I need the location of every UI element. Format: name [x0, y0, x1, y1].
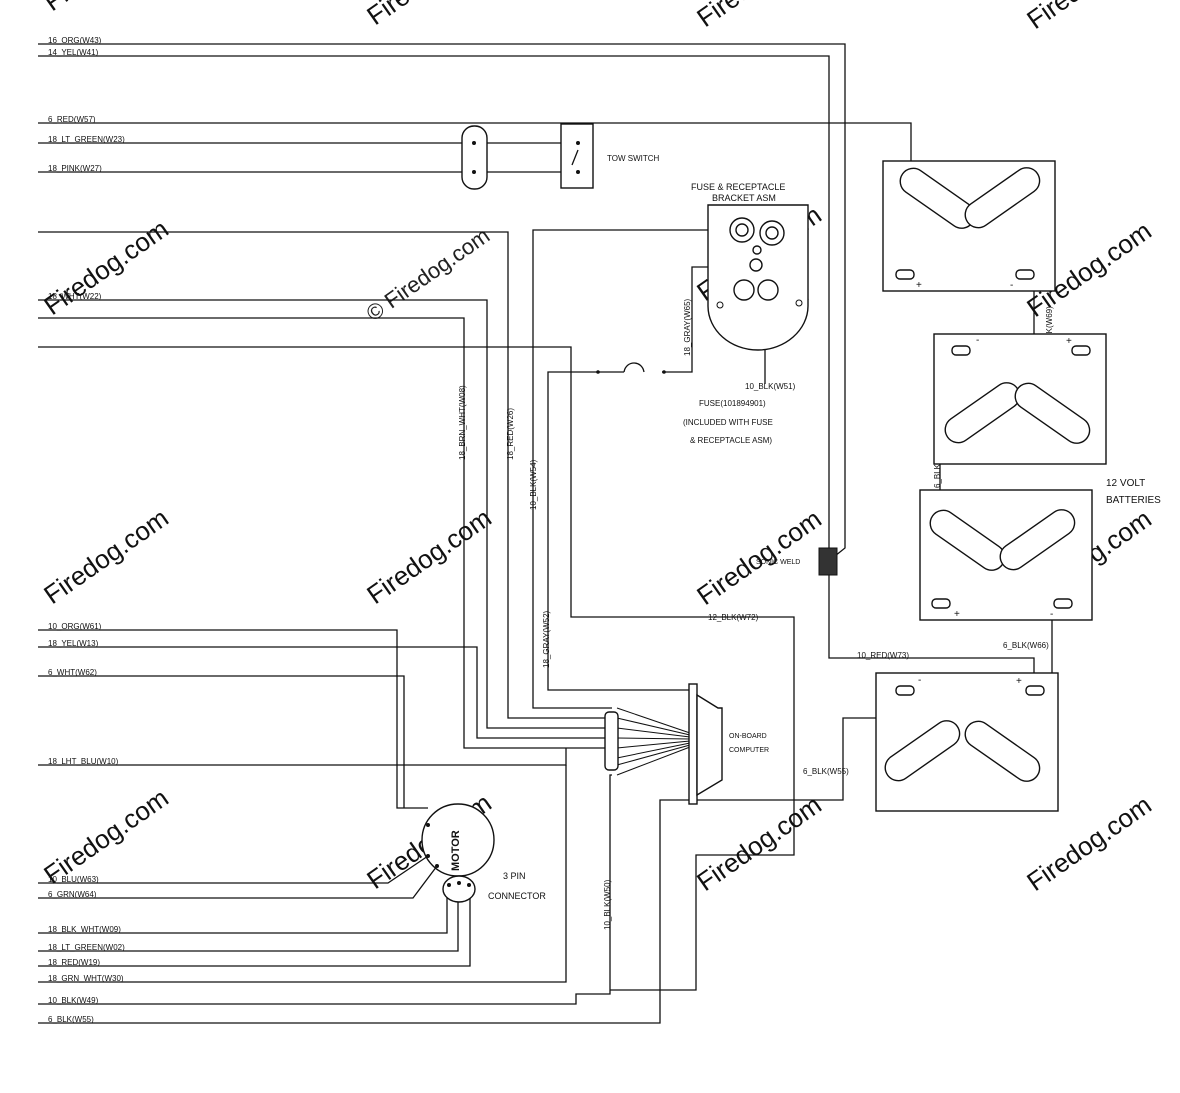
watermark: Firedog.com — [691, 503, 827, 610]
watermark: Firedog.com — [361, 502, 497, 609]
watermark: Firedog.com — [38, 502, 174, 609]
battery: - + — [875, 672, 1059, 812]
wire-label: 6_BLK(W68) — [933, 442, 942, 488]
wire-label: 14_YEL(W41) — [48, 48, 99, 57]
tow-switch-label: TOW SWITCH — [607, 154, 660, 163]
watermark: Firedog.com — [1021, 0, 1157, 35]
computer-label: ON-BOARD — [729, 733, 767, 740]
wire-label: 6_BLK(W55) — [803, 767, 849, 776]
wire-label: 10_BLU(W63) — [48, 875, 99, 884]
watermark: Firedog.com — [38, 0, 174, 17]
wire-label: 10_RED(W73) — [857, 651, 909, 660]
watermark: Firedog.com — [691, 0, 827, 33]
wire-label: 10_BLK(W50) — [603, 879, 612, 930]
motor-label: MOTOR — [450, 830, 462, 871]
fuse-bracket-label: FUSE & RECEPTACLE — [691, 182, 785, 192]
wire-label: 18_BRN_WHT(W08) — [458, 385, 467, 460]
battery: + - — [919, 489, 1093, 621]
wire-label: 10_BLK(W51) — [745, 382, 796, 391]
wire-label: 18_RED(W19) — [48, 958, 100, 967]
watermark: Firedog.com — [691, 789, 827, 896]
wire-label: 6_GRN(W64) — [48, 890, 97, 899]
watermark: Firedog.com — [38, 782, 174, 889]
terminal-plus: + — [916, 280, 922, 291]
terminal-minus: - — [1050, 609, 1053, 620]
on-board-computer — [604, 683, 723, 805]
sonic-weld-label: SONIC WELD — [756, 559, 800, 566]
wire-label: 18_RED(W26) — [506, 408, 515, 460]
terminal-plus: + — [1016, 676, 1022, 687]
sonic-weld — [818, 547, 838, 576]
terminal-minus: - — [976, 335, 979, 346]
wire-label: 18_LHT_BLU(W10) — [48, 757, 119, 766]
terminal-minus: - — [918, 675, 921, 686]
wire-label: 10_ORG(W61) — [48, 622, 102, 631]
wire-label: 6_BLK(W66) — [1003, 641, 1049, 650]
fuse-label: FUSE(101894901) — [699, 399, 766, 408]
motor: MOTOR — [421, 803, 495, 903]
battery: + - — [882, 160, 1056, 292]
wire-label: 6_WHT(W62) — [48, 668, 97, 677]
fuse-bracket-label: BRACKET ASM — [712, 193, 776, 203]
wire-label: 18_PINK(W27) — [48, 164, 102, 173]
wire-label: 18_LT_GREEN(W02) — [48, 943, 125, 952]
tow-switch — [461, 123, 594, 190]
wire-label: 18_BLK_WHT(W09) — [48, 925, 121, 934]
wire-label: 6_RED(W57) — [48, 115, 96, 124]
watermark: Firedog.com — [38, 213, 174, 320]
connector-label: CONNECTOR — [488, 891, 546, 901]
computer-label: COMPUTER — [729, 747, 769, 754]
connector-label: 3 PIN — [503, 871, 526, 881]
watermark: Firedog.com — [361, 0, 497, 31]
wire-label: 18_YEL(W13) — [48, 639, 99, 648]
fuse-receptacle-bracket — [707, 204, 809, 351]
wire-label: 6_BLK(W55) — [48, 1015, 94, 1024]
wire-label: 18_GRAY(W65) — [683, 298, 692, 356]
watermark-main: © Firedog.com — [362, 223, 495, 326]
wire-label: 18_GRN_WHT(W30) — [48, 974, 124, 983]
wire-label: 6_BLK(W69) — [1045, 306, 1054, 352]
fuse-label: (INCLUDED WITH FUSE — [683, 418, 773, 427]
wires — [38, 43, 1083, 1024]
terminal-minus: - — [1010, 280, 1013, 291]
wire-label: 18_WHT(W22) — [48, 292, 102, 301]
fuse-label: & RECEPTACLE ASM) — [690, 436, 772, 445]
component-labels: TOW SWITCH FUSE & RECEPTACLE BRACKET ASM… — [488, 154, 1161, 901]
batteries-label: BATTERIES — [1106, 495, 1161, 506]
wire-label: 16_ORG(W43) — [48, 36, 102, 45]
batteries-label: 12 VOLT — [1106, 478, 1145, 489]
left-wire-labels: 16_ORG(W43) 14_YEL(W41) 6_RED(W57) 18_LT… — [48, 36, 125, 1024]
wire-label: 10_BLK(W49) — [48, 996, 99, 1005]
terminal-plus: + — [954, 609, 960, 620]
battery: - + — [933, 333, 1107, 465]
wire-label: 18_LT_GREEN(W23) — [48, 135, 125, 144]
terminal-plus: + — [1066, 336, 1072, 347]
wire-label: 18_GRAY(W52) — [542, 610, 551, 668]
